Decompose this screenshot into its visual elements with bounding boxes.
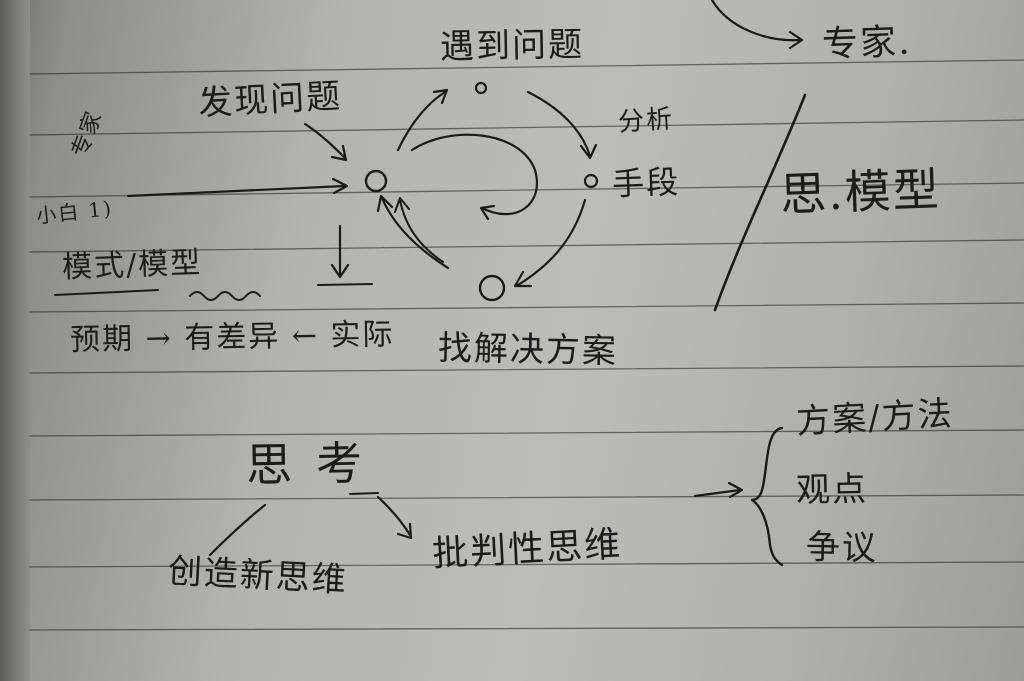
list-item-dispute: 争议 [805,527,879,569]
arrow-horizontal-to-center [126,177,349,198]
arrow-center-to-top [396,88,449,152]
underline-thinking [349,492,379,495]
arrow-inner-loop [410,133,538,221]
underline-ground [317,283,373,286]
top-right-label: 专家. [821,21,913,66]
critical-thinking-label: 批判性思维 [431,524,624,575]
expectation-label: 预期 → 有差异 ← 实际 [69,317,395,358]
cycle-right-upper-label: 分析 [617,104,676,138]
arrow-to-critical [376,495,413,540]
cycle-bottom-label: 找解决方案 [437,328,619,372]
creative-thinking-label: 创造新思维 [166,551,349,601]
cycle-node-right [583,173,599,189]
cycle-top-label: 遇到问题 [439,24,585,68]
thinking-title: 思考 [245,435,387,493]
arrow-right-to-bottom [513,198,587,288]
arrow-to-list [693,481,744,499]
cycle-left-label: 发现问题 [197,76,344,124]
cycle-node-bottom [478,274,506,302]
arrow-to-expert [710,0,804,50]
line-to-creative [208,503,267,557]
cycle-node-center [364,169,388,193]
cycle-right-label: 手段 [611,162,681,204]
wavy-underline [189,291,261,301]
right-model-title: 思.模型 [779,162,942,222]
notebook-page-edge [0,0,30,681]
list-item-viewpoint: 观点 [795,469,869,511]
arrow-left-to-center [303,122,348,162]
ruled-lines [29,59,1024,631]
model-label: 模式/模型 [61,245,203,286]
arrow-inner-return [394,197,444,263]
list-item-methods: 方案/方法 [795,393,955,443]
arrow-down [330,224,350,279]
cycle-node-top [474,81,488,95]
arrow-top-to-right [526,90,598,160]
underline-model [54,289,159,296]
list-brace [750,426,784,567]
arrow-bottom-to-center [376,194,450,270]
slash-divider [713,93,807,312]
